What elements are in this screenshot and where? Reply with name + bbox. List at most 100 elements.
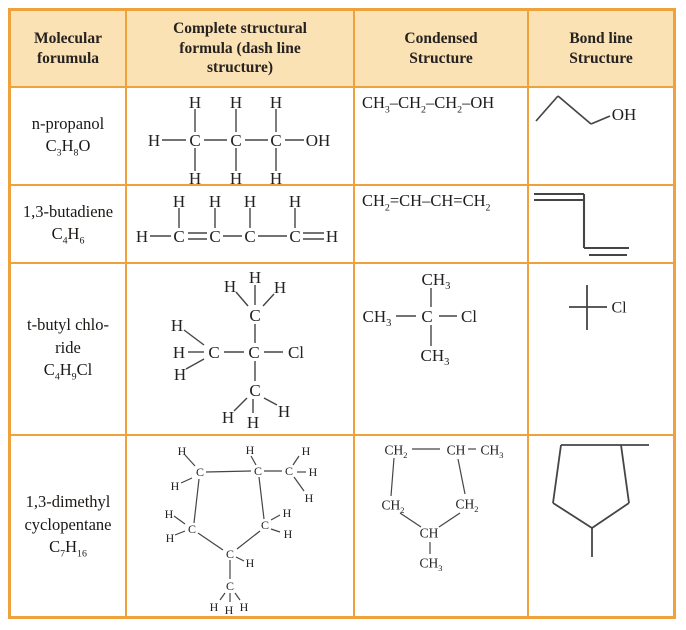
svg-text:H: H: [302, 444, 311, 458]
svg-text:H: H: [225, 603, 234, 616]
propanol-condensed-cell: CH3–CH2–CH2–OH: [355, 88, 527, 184]
svg-text:H: H: [189, 169, 201, 184]
svg-text:H: H: [171, 316, 183, 335]
svg-text:C: C: [196, 465, 204, 479]
svg-text:CH2: CH2: [385, 443, 408, 460]
svg-text:Cl: Cl: [461, 307, 477, 326]
svg-text:CH: CH: [447, 443, 466, 458]
dmcp-name-cell: 1,3-dimethyl cyclopentane C7H16: [11, 436, 125, 616]
svg-text:C: C: [421, 307, 432, 326]
svg-text:H: H: [289, 192, 301, 211]
svg-text:OH: OH: [306, 131, 331, 150]
svg-text:CH3: CH3: [422, 270, 451, 292]
propanol-name: n-propanol: [31, 113, 105, 133]
svg-text:OH: OH: [612, 105, 637, 124]
svg-text:H: H: [244, 192, 256, 211]
butadiene-molecular-formula: C4H6: [51, 223, 85, 247]
svg-text:H: H: [230, 169, 242, 184]
svg-text:H: H: [166, 531, 175, 545]
svg-text:C: C: [209, 227, 220, 246]
svg-text:C: C: [289, 227, 300, 246]
svg-text:CH2: CH2: [382, 498, 405, 515]
svg-text:H: H: [148, 131, 160, 150]
svg-text:H: H: [247, 413, 259, 432]
header-complete-structural-formula: Complete structural formula (dash line s…: [127, 11, 353, 86]
dmcp-bondline-drawing: [552, 444, 649, 557]
svg-text:H: H: [283, 506, 292, 520]
svg-text:Cl: Cl: [611, 300, 627, 317]
compound-structures-table: Molecular forumula Complete structural f…: [8, 8, 676, 619]
svg-text:Cl: Cl: [288, 343, 304, 362]
svg-text:C: C: [261, 518, 269, 532]
svg-text:H: H: [246, 443, 255, 457]
butadiene-bondline-cell: [529, 186, 673, 262]
svg-text:H: H: [274, 278, 286, 297]
butadiene-name-cell: 1,3-butadiene C4H6: [11, 186, 125, 262]
propanol-condensed-formula: CH3–CH2–CH2–OH: [362, 93, 495, 116]
svg-text:H: H: [209, 192, 221, 211]
svg-text:CH3: CH3: [481, 443, 504, 460]
svg-text:C: C: [230, 131, 241, 150]
svg-text:H: H: [210, 600, 219, 614]
tbutyl-bondline-cell: Cl: [529, 264, 673, 434]
dmcp-name-line2: cyclopentane: [24, 514, 112, 534]
svg-text:H: H: [178, 444, 187, 458]
svg-text:C: C: [254, 464, 262, 478]
svg-text:H: H: [309, 465, 318, 479]
tbutyl-name-line1: t-butyl chlo-: [26, 315, 110, 335]
svg-text:C: C: [173, 227, 184, 246]
propanol-bondline-drawing: OH: [535, 95, 637, 125]
svg-text:H: H: [240, 600, 249, 614]
svg-text:H: H: [270, 93, 282, 112]
svg-text:H: H: [284, 527, 293, 541]
svg-text:H: H: [222, 408, 234, 427]
svg-text:C: C: [249, 306, 260, 325]
svg-text:CH3: CH3: [363, 307, 392, 329]
butadiene-condensed-formula: CH2=CH–CH=CH2: [362, 191, 491, 214]
svg-text:H: H: [278, 402, 290, 421]
header-molecular-formula: Molecular forumula: [11, 11, 125, 86]
svg-text:C: C: [244, 227, 255, 246]
svg-text:H: H: [171, 479, 180, 493]
svg-text:H: H: [173, 192, 185, 211]
svg-text:H: H: [174, 365, 186, 384]
dmcp-name-line1: 1,3-dimethyl: [25, 492, 111, 512]
svg-text:H: H: [136, 227, 148, 246]
tbutyl-molecular-formula: C4H9Cl: [43, 359, 93, 383]
svg-text:H: H: [246, 556, 255, 570]
svg-text:H: H: [249, 268, 261, 287]
tbutyl-name-cell: t-butyl chlo- ride C4H9Cl: [11, 264, 125, 434]
svg-text:C: C: [226, 547, 234, 561]
butadiene-condensed-cell: CH2=CH–CH=CH2: [355, 186, 527, 262]
header-bond-line-structure: Bond line Structure: [529, 11, 673, 86]
svg-text:H: H: [270, 169, 282, 184]
propanol-name-cell: n-propanol C3H8O: [11, 88, 125, 184]
propanol-molecular-formula: C3H8O: [45, 135, 91, 159]
propanol-bondline-cell: OH: [529, 88, 673, 184]
tbutyl-bondline-drawing: Cl: [569, 285, 627, 330]
svg-text:H: H: [326, 227, 338, 246]
svg-text:C: C: [188, 522, 196, 536]
svg-text:H: H: [173, 343, 185, 362]
svg-text:C: C: [189, 131, 200, 150]
svg-text:H: H: [165, 507, 174, 521]
svg-text:CH: CH: [420, 526, 439, 541]
svg-text:C: C: [226, 579, 234, 593]
svg-text:C: C: [249, 381, 260, 400]
svg-text:CH3: CH3: [421, 346, 450, 368]
svg-text:H: H: [305, 491, 314, 505]
butadiene-bondline-drawing: [534, 192, 629, 257]
svg-text:CH3: CH3: [420, 556, 443, 573]
svg-text:C: C: [208, 343, 219, 362]
svg-text:C: C: [248, 343, 259, 362]
